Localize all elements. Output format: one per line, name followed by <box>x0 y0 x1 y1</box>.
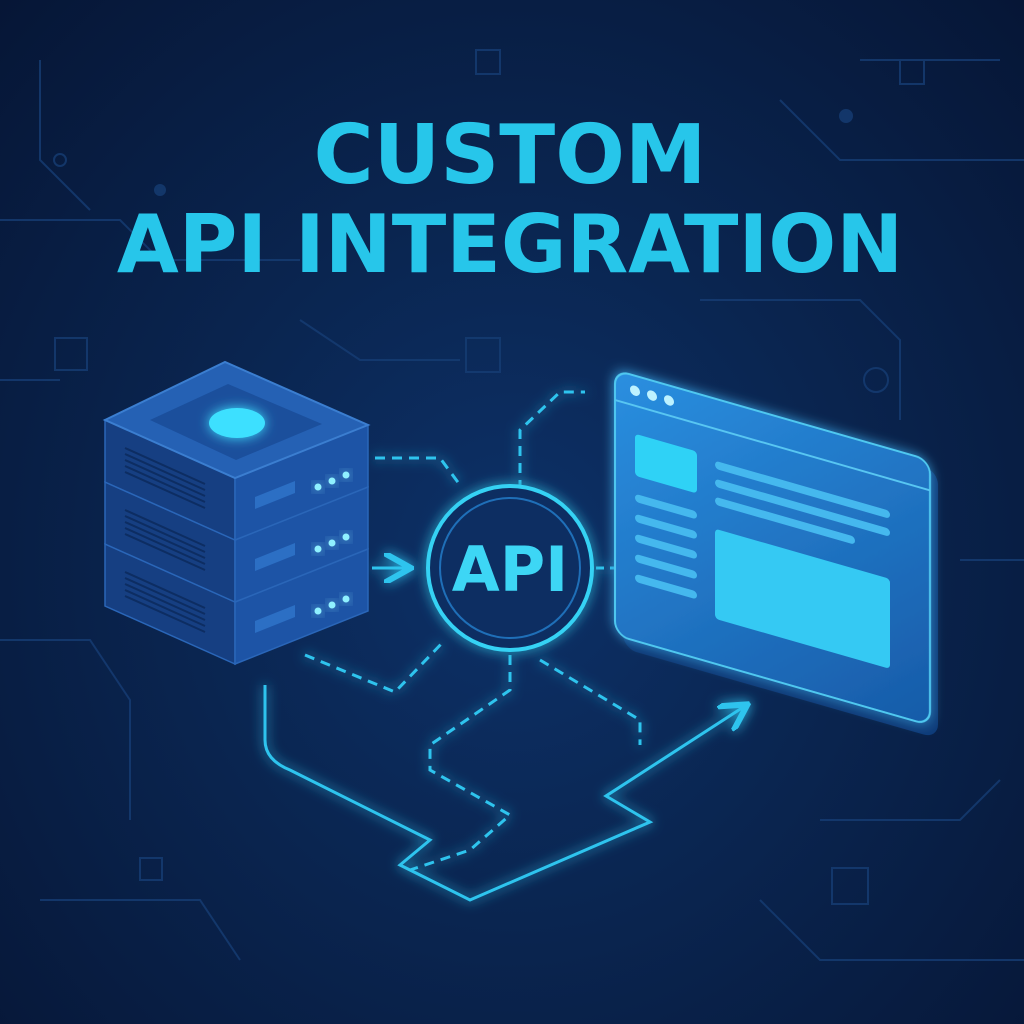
server-slot <box>255 605 295 633</box>
server-vent <box>124 465 206 503</box>
background-circuit-lines <box>0 49 1024 961</box>
server-status-light <box>328 539 336 547</box>
server-status-light <box>342 471 350 479</box>
server-vent <box>124 589 206 627</box>
browser-window-icon <box>614 372 938 736</box>
server-vent <box>124 577 206 615</box>
server-stack-icon <box>102 360 371 666</box>
server-status-light <box>314 607 322 615</box>
server-vent <box>124 471 206 509</box>
server-slot <box>255 481 295 509</box>
api-label: API <box>452 533 569 606</box>
server-vent <box>124 533 206 571</box>
server-glow-light <box>209 408 265 438</box>
server-status-light <box>342 595 350 603</box>
server-slot <box>255 543 295 571</box>
server-status-light <box>314 545 322 553</box>
server-status-light <box>328 601 336 609</box>
connection-lines <box>263 390 745 902</box>
server-vent <box>124 527 206 565</box>
title-line-2: API INTEGRATION <box>117 198 903 291</box>
server-status-light <box>314 483 322 491</box>
server-vent <box>124 459 206 497</box>
server-vent <box>124 521 206 559</box>
api-hub-icon: API <box>426 484 594 652</box>
server-vent <box>124 509 206 547</box>
server-vent <box>124 595 206 633</box>
server-vent <box>124 447 206 485</box>
title-line-1: CUSTOM <box>313 108 706 203</box>
server-vent <box>124 571 206 609</box>
server-vent <box>124 515 206 553</box>
server-vent <box>124 583 206 621</box>
server-vent <box>124 453 206 491</box>
data-flow-path <box>263 685 745 902</box>
server-status-light <box>328 477 336 485</box>
server-status-light <box>342 533 350 541</box>
